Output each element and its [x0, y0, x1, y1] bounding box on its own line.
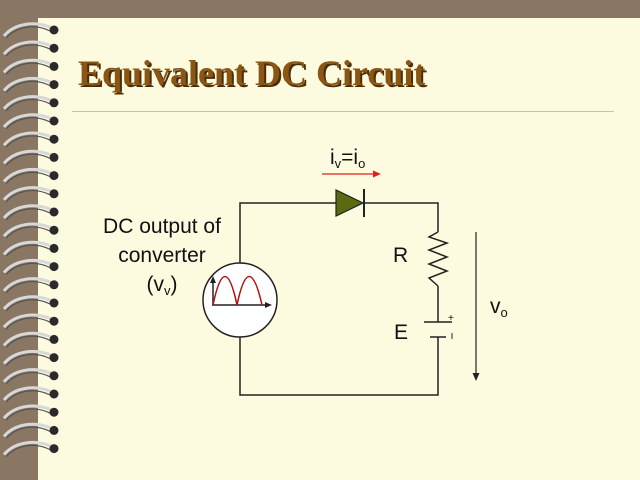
source-axis-y-head [210, 276, 216, 283]
resistor-symbol [426, 231, 450, 287]
battery-label: E [394, 321, 409, 344]
binding-hole [49, 371, 59, 381]
binding-ring [2, 422, 53, 438]
binding-hole [49, 25, 59, 35]
binding-ring [2, 149, 53, 165]
battery-plus-sign: + [448, 313, 454, 324]
binding-ring [2, 277, 53, 292]
binding-ring [2, 258, 53, 274]
binding-ring [2, 167, 53, 183]
binding-hole [49, 316, 59, 326]
dc-source-circle [202, 262, 278, 338]
diode-symbol [335, 189, 365, 217]
title-divider [72, 111, 614, 112]
binding-ring-shadow [5, 153, 51, 166]
output-voltage-label: vo [490, 295, 508, 320]
binding-ring-shadow [5, 135, 51, 148]
binding-ring [2, 95, 53, 110]
source-label-line1: DC output of [103, 215, 221, 238]
binding-hole [49, 298, 59, 308]
binding-hole [49, 134, 59, 144]
binding-hole [49, 243, 59, 253]
binding-ring [2, 222, 53, 238]
binding-ring-shadow [5, 408, 51, 421]
binding-hole [49, 334, 59, 344]
binding-ring-shadow [5, 226, 51, 239]
source-label-line3: (vv) [146, 273, 178, 298]
binding-ring [2, 440, 53, 456]
binding-ring [2, 113, 53, 129]
source-label: DC output of converter (vv) [82, 212, 242, 305]
binding-ring [2, 313, 53, 329]
slide-page [38, 18, 640, 480]
binding-ring [2, 186, 53, 201]
binding-ring-shadow [5, 62, 51, 75]
binding-hole [49, 280, 59, 290]
binding-ring-shadow [5, 444, 51, 458]
binding-hole [49, 207, 59, 217]
binding-hole [49, 98, 59, 108]
binding-hole [49, 171, 59, 181]
binding-hole [49, 189, 59, 199]
resistor-label: R [393, 244, 409, 267]
binding-hole [49, 389, 59, 399]
binding-ring-shadow [5, 353, 51, 367]
binding-ring [2, 404, 53, 420]
binding-ring-shadow [5, 280, 51, 294]
source-axis-x-head [265, 302, 272, 308]
binding-ring [2, 40, 53, 56]
binding-ring [2, 76, 53, 92]
binding-ring-shadow [5, 189, 51, 203]
binding-ring-shadow [5, 335, 51, 348]
spiral-binding [2, 22, 59, 458]
binding-ring-shadow [5, 26, 51, 39]
binding-hole [49, 61, 59, 71]
binding-hole [49, 407, 59, 417]
binding-hole [49, 225, 59, 235]
current-label: iv=io [330, 146, 366, 171]
binding-ring [2, 204, 53, 220]
output-arrowhead [472, 373, 480, 381]
binding-ring-shadow [5, 426, 51, 439]
current-arrowhead [373, 170, 381, 178]
binding-ring-shadow [5, 171, 51, 185]
binding-ring [2, 331, 53, 347]
binding-ring [2, 368, 53, 383]
binding-hole [49, 262, 59, 272]
binding-ring [2, 349, 53, 365]
wire-top-left [239, 202, 336, 280]
wire-bottom [239, 336, 439, 396]
binding-hole [49, 353, 59, 363]
binding-hole [49, 444, 59, 454]
wire-top-right [364, 202, 439, 232]
binding-ring-shadow [5, 98, 51, 112]
binding-ring-shadow [5, 44, 51, 57]
binding-ring [2, 240, 53, 256]
binding-hole [49, 152, 59, 162]
binding-ring-shadow [5, 390, 51, 403]
binding-hole [49, 80, 59, 90]
binding-ring-shadow [5, 317, 51, 330]
binding-ring [2, 58, 53, 74]
binding-ring-shadow [5, 117, 51, 130]
binding-hole [49, 43, 59, 53]
binding-hole [49, 425, 59, 435]
binding-hole [49, 116, 59, 126]
binding-ring [2, 131, 53, 147]
binding-ring [2, 22, 53, 38]
binding-ring-shadow [5, 80, 51, 94]
rectified-waveform [212, 275, 263, 306]
binding-ring-shadow [5, 371, 51, 385]
source-label-line2: converter [118, 244, 206, 267]
slide-title: Equivalent DC Circuit [78, 53, 426, 93]
binding-ring [2, 386, 53, 402]
binding-ring-shadow [5, 244, 51, 257]
binding-ring-shadow [5, 299, 51, 312]
binding-ring-shadow [5, 208, 51, 221]
binding-ring [2, 295, 53, 311]
binding-ring-shadow [5, 262, 51, 276]
